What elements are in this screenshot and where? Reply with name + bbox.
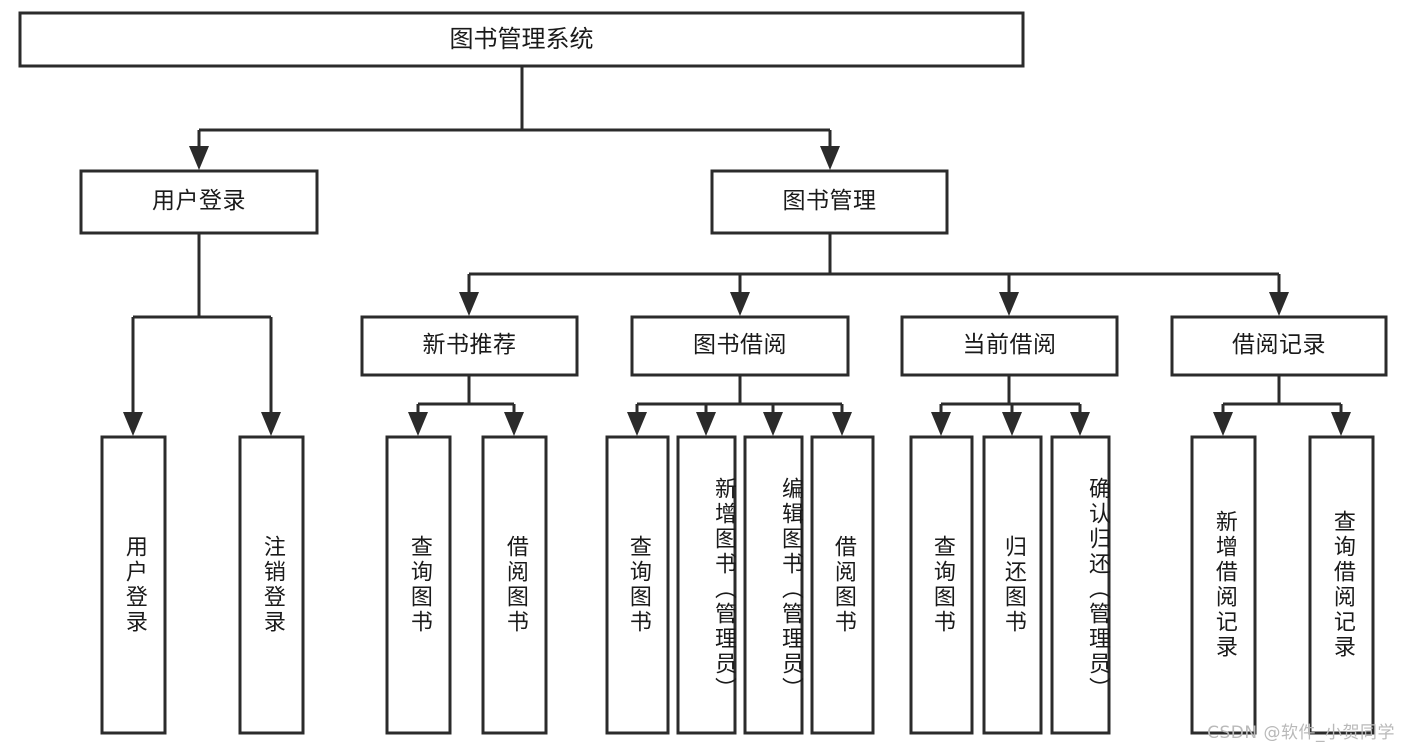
arrow-head-book-management: [820, 146, 840, 170]
arrow-head-leaf-query-record: [1331, 412, 1351, 436]
node-box-leaf-query-book-1[interactable]: [385, 435, 452, 735]
arrow-head-leaf-query-book-2: [627, 412, 647, 436]
node-box-leaf-add-record[interactable]: [1190, 435, 1257, 735]
node-box-leaf-confirm-return[interactable]: [1050, 435, 1111, 735]
connector-borrow-record-to-leaves: [1213, 375, 1351, 436]
node-box-leaf-add-book[interactable]: [676, 435, 737, 735]
node-box-root[interactable]: [18, 11, 1025, 68]
arrow-head-leaf-confirm-return: [1070, 412, 1090, 436]
node-box-borrow-record[interactable]: [1170, 315, 1388, 377]
arrow-head-leaf-borrow-book-1: [504, 412, 524, 436]
node-box-book-management[interactable]: [710, 169, 949, 235]
arrow-head-book-borrow: [730, 292, 750, 316]
arrow-head-current-borrow: [999, 292, 1019, 316]
connector-current-borrow-to-leaves: [931, 375, 1090, 436]
node-box-new-book-recommend[interactable]: [360, 315, 579, 377]
arrow-head-leaf-logout: [261, 412, 281, 436]
node-box-leaf-logout[interactable]: [238, 435, 305, 735]
node-box-leaf-query-book-2[interactable]: [605, 435, 670, 735]
connector-book-management-to-level3: [459, 233, 1289, 316]
arrow-head-leaf-query-book-1: [408, 412, 428, 436]
node-box-leaf-query-record[interactable]: [1308, 435, 1375, 735]
node-box-leaf-borrow-book-2[interactable]: [810, 435, 875, 735]
node-box-user-login[interactable]: [79, 169, 319, 235]
node-box-current-borrow[interactable]: [900, 315, 1119, 377]
arrow-head-user-login: [189, 146, 209, 170]
connector-book-borrow-to-leaves: [627, 375, 852, 436]
arrow-head-borrow-record: [1269, 292, 1289, 316]
arrow-head-leaf-add-record: [1213, 412, 1233, 436]
node-box-leaf-return-book[interactable]: [982, 435, 1043, 735]
arrow-head-leaf-return-book: [1002, 412, 1022, 436]
arrow-head-leaf-user-login: [123, 412, 143, 436]
arrow-head-leaf-add-book: [696, 412, 716, 436]
arrow-head-leaf-query-book-3: [931, 412, 951, 436]
watermark-text: CSDN @软件_小贺同学: [1207, 723, 1395, 743]
arrow-head-leaf-borrow-book-2: [832, 412, 852, 436]
connector-new-book-to-leaves: [408, 375, 524, 436]
node-box-leaf-borrow-book-1[interactable]: [481, 435, 548, 735]
node-box-leaf-edit-book[interactable]: [743, 435, 804, 735]
connector-user-login-to-leaves: [123, 233, 281, 436]
connector-root-to-level2: [189, 66, 840, 170]
node-box-book-borrow[interactable]: [630, 315, 850, 377]
arrow-head-new-book-recommend: [459, 292, 479, 316]
arrow-head-leaf-edit-book: [763, 412, 783, 436]
node-box-leaf-user-login[interactable]: [100, 435, 167, 735]
node-box-leaf-query-book-3[interactable]: [909, 435, 974, 735]
